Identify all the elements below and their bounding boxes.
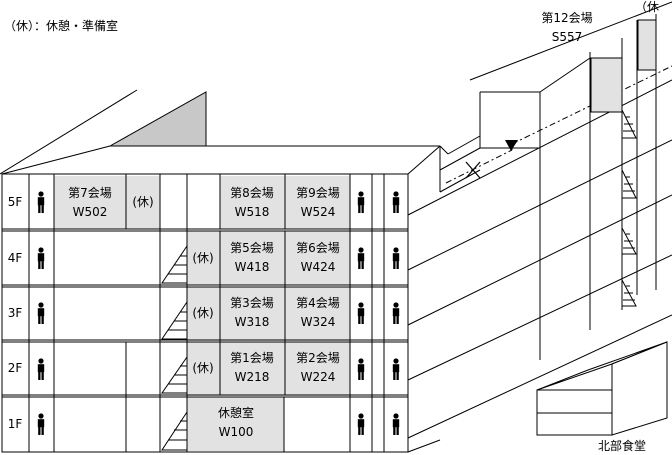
no-pass-icon	[465, 161, 481, 179]
rest-top-highlight	[637, 19, 657, 71]
room-12-name: 第12会場	[541, 11, 592, 25]
restroom-icon	[37, 302, 45, 324]
stairs-icon	[161, 245, 188, 451]
room-4-name: 第4会場	[296, 296, 340, 310]
floor-label-1f: 1F	[8, 417, 23, 431]
floor-label-4f: 4F	[8, 251, 23, 265]
restroom-icon	[37, 191, 45, 213]
rest-label-2f: (休)	[192, 361, 213, 375]
room-7-name: 第7会場	[68, 186, 112, 200]
main-building-front	[1, 145, 441, 453]
lounge-name: 休憩室	[218, 405, 254, 420]
rest-label-3f: (休)	[192, 306, 213, 320]
room-12-highlight	[590, 57, 623, 113]
restroom-icon	[37, 247, 45, 269]
rest-label-5f: (休)	[132, 195, 153, 209]
room-1-name: 第1会場	[230, 351, 274, 365]
restroom-icon	[357, 191, 365, 213]
restroom-icon	[357, 247, 365, 269]
cafeteria-label: 北部食堂	[598, 438, 646, 453]
floor-label-3f: 3F	[8, 306, 23, 320]
room-9-code: W524	[301, 205, 336, 219]
restroom-icon	[392, 191, 400, 213]
restroom-icon	[392, 358, 400, 380]
floor-label-5f: 5F	[8, 195, 23, 209]
room-3-code: W318	[235, 315, 270, 329]
restroom-icon	[37, 358, 45, 380]
cafeteria-building	[536, 341, 668, 436]
room-1-code: W218	[235, 370, 270, 384]
rest-label-top: （休	[635, 0, 659, 14]
roof-feature	[108, 91, 207, 147]
restroom-icon	[357, 413, 365, 435]
room-2-name: 第2会場	[296, 351, 340, 365]
room-5-name: 第5会場	[230, 241, 274, 255]
room-3-name: 第3会場	[230, 296, 274, 310]
room-2-code: W224	[301, 370, 336, 384]
legend-text: （休）：休憩・準備室	[4, 18, 118, 33]
room-4-code: W324	[301, 315, 336, 329]
restroom-icon	[392, 413, 400, 435]
room-6-code: W424	[301, 260, 336, 274]
restroom-icon	[392, 302, 400, 324]
lounge-code: W100	[219, 425, 254, 439]
rest-label-4f: (休)	[192, 251, 213, 265]
floor-label-2f: 2F	[8, 361, 23, 375]
room-8-code: W518	[235, 205, 270, 219]
route-arrow-icon	[505, 140, 518, 151]
room-5-code: W418	[235, 260, 270, 274]
room-9-name: 第9会場	[296, 186, 340, 200]
room-12-code: S557	[552, 30, 583, 44]
room-7-code: W502	[73, 205, 108, 219]
right-stairs-icon	[621, 109, 637, 307]
room-8-name: 第8会場	[230, 186, 274, 200]
room-6-name: 第6会場	[296, 241, 340, 255]
restroom-icon	[392, 247, 400, 269]
restroom-icon	[357, 302, 365, 324]
restroom-icon	[37, 413, 45, 435]
restroom-icon	[357, 358, 365, 380]
